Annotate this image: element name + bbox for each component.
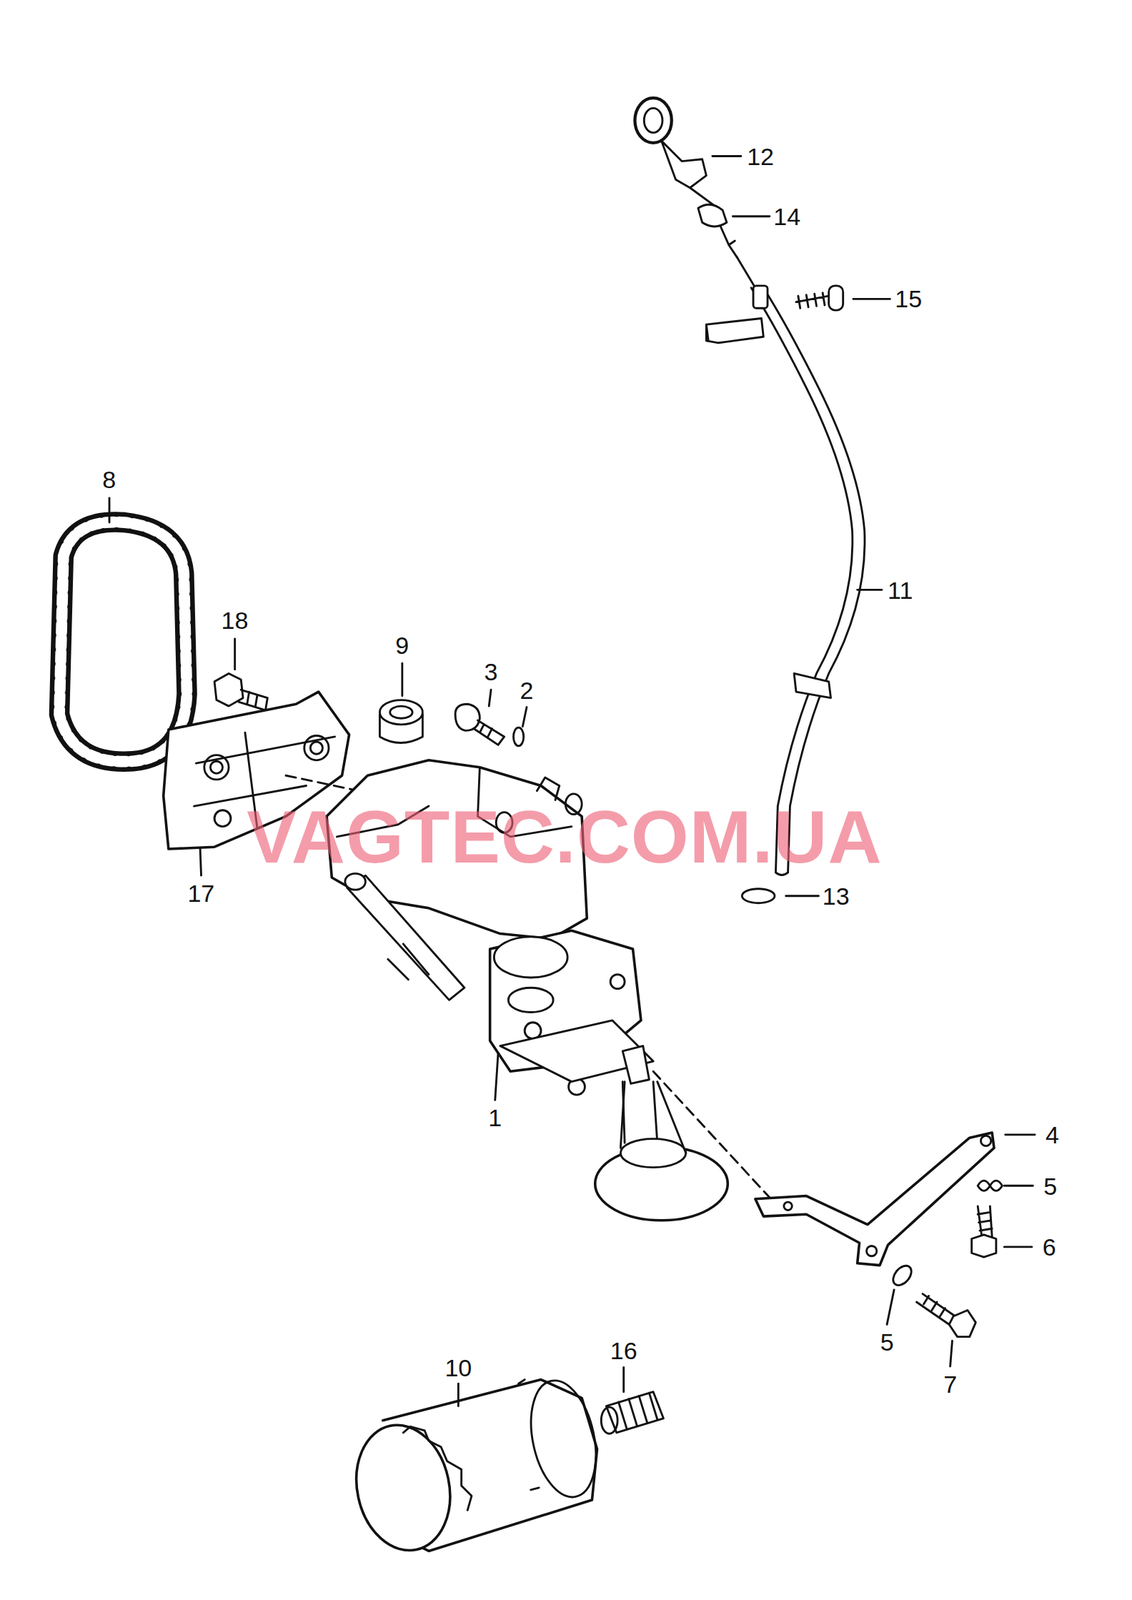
callout-number: 14 [773, 204, 801, 229]
callout-number: 1 [488, 1105, 502, 1130]
callout-number: 9 [395, 633, 409, 658]
callout-number: 6 [1042, 1234, 1057, 1260]
callout-number: 3 [484, 659, 499, 684]
callout-number: 10 [444, 1355, 472, 1380]
callout-number: 2 [520, 678, 534, 703]
watermark: VAGTEC.COM.UA [246, 799, 882, 875]
callout-number: 5 [880, 1329, 895, 1355]
callout-number: 12 [746, 144, 774, 169]
callout-number: 8 [102, 467, 116, 492]
callout-number: 4 [1045, 1122, 1060, 1148]
callout-number: 11 [887, 578, 913, 603]
callout-number: 18 [221, 608, 249, 633]
callout-number: 5 [1043, 1174, 1057, 1199]
callout-number: 16 [610, 1338, 638, 1363]
callout-number: 13 [822, 884, 850, 909]
callout-number: 7 [943, 1372, 957, 1397]
callout-number: 17 [187, 881, 215, 906]
callout-number: 15 [894, 286, 922, 311]
